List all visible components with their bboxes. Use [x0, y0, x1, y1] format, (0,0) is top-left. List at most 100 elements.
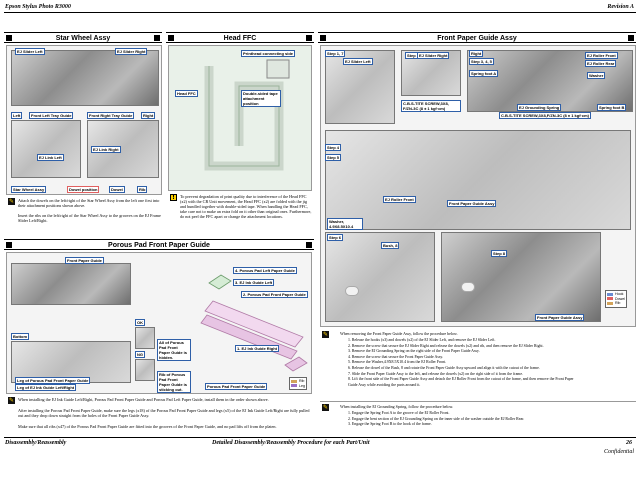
label-step8: Step 8 — [491, 250, 508, 257]
ok-photo — [135, 327, 155, 349]
pencil-icon: ✎ — [8, 397, 15, 404]
label-ej-roller-front: EJ Roller Front — [585, 52, 618, 59]
label-dowel: Dowel — [109, 186, 125, 193]
gloved-hand — [345, 286, 359, 296]
label-step6: Step 6 — [327, 234, 344, 241]
head-ffc-title: Head FFC — [223, 35, 257, 42]
star-wheel-photo-top — [11, 50, 159, 106]
label-step5: Step 5 — [325, 154, 342, 161]
label-dowel-position: Dowel position — [67, 186, 100, 193]
removal-step: 4. Remove the screw that secure the Fron… — [348, 354, 444, 359]
label-ng: NG — [135, 351, 145, 358]
pencil-icon: ✎ — [322, 331, 329, 338]
porous-pad-title-bar: Porous Pad Front Paper Guide — [4, 239, 314, 250]
label-ej-link-left: EJ Link Left — [37, 154, 64, 161]
label-fpg-assy-2: Front Paper Guide Assy — [535, 314, 585, 321]
page-number: 26 — [626, 440, 632, 446]
star-wheel-figure: EJ Slider Left EJ Slider Right Left Righ… — [6, 45, 162, 195]
footer-section: Detailed Disassembly/Reassembly Procedur… — [212, 440, 370, 446]
step6-photo — [325, 232, 435, 322]
paper-guide-photo-bottom — [11, 341, 131, 383]
label-step-1: 1. EJ Ink Guide Right — [235, 345, 280, 352]
ffc-cable-drawing — [204, 59, 290, 171]
head-ffc-title-bar: Head FFC — [166, 32, 314, 43]
label-bush-8: Bush, 8 — [381, 242, 400, 249]
label-left: Left — [11, 112, 23, 119]
grounding-step: 3. Engage the Spring Foot B to the hook … — [348, 422, 432, 427]
legend-rib: Rib — [299, 379, 305, 383]
label-double-sided-tape: Double-sided tape attachment position — [241, 90, 281, 107]
label-screw-2: C.B.S-TITE SCREW,3X8,F/ZN-3C (8 ± 1 kgf·… — [499, 112, 591, 119]
removal-step: 5. Remove the Washer,4.9X8.5X10.4 from t… — [348, 360, 447, 365]
caution-icon: ! — [170, 194, 177, 201]
main-assembly-photo — [325, 130, 631, 230]
label-spring-foot-b: Spring foot B — [597, 104, 627, 111]
star-wheel-title: Star Wheel Assy — [55, 35, 111, 42]
label-head-ffc: Head FFC — [175, 90, 198, 97]
label-washer: Washer — [587, 72, 606, 79]
removal-step: 7. Slide the Front Paper Guide Assy to t… — [348, 371, 524, 376]
label-rib: Rib — [137, 186, 148, 193]
head-ffc-figure: Printhead connecting side Head FFC Doubl… — [168, 45, 312, 191]
label-bottom: Bottom — [11, 333, 29, 340]
legend-dowel: Dowel — [615, 296, 625, 301]
label-step3: Step 3, 4, 5 — [469, 58, 494, 65]
footer-rule — [4, 437, 636, 438]
label-all-of-porous: All of Porous Pad Front Paper Guide is h… — [157, 339, 191, 361]
label-ej-link-right: EJ Link Right — [91, 146, 121, 153]
label-washer-2: Washer, 4.9X8.5X10.4 — [327, 218, 363, 230]
ng-photo — [135, 359, 155, 381]
removal-step: 8. Lift the front side of the Front Pape… — [348, 377, 574, 382]
removal-step: 1. Release the hooks (x3) and dowels (x2… — [348, 338, 496, 342]
gloved-hand — [461, 282, 475, 292]
label-front-paper-guide: Front Paper Guide — [65, 257, 104, 264]
porous-note-3: Make sure that all ribs (x47) of the Por… — [18, 424, 277, 429]
header-rule — [4, 12, 636, 13]
label-spring-foot-a: Spring foot A — [469, 70, 499, 77]
label-right-tag: Right — [469, 50, 484, 57]
label-leg-ej-ink-guide: Leg of EJ Ink Guide Left/Right — [15, 384, 77, 391]
legend-leg: Leg — [299, 383, 305, 388]
legend-hook: Hook — [615, 292, 624, 296]
head-ffc-note: To prevent degradation of print quality … — [180, 194, 312, 219]
label-printhead-side: Printhead connecting side — [241, 50, 296, 57]
confidential-label: Confidential — [604, 449, 634, 455]
porous-note-2: After installing the Porous Pad Front Pa… — [18, 408, 310, 418]
label-ej-slider-left: EJ Slider Left — [15, 48, 45, 55]
label-fpg-ej-slider-left: EJ Slider Left — [343, 58, 373, 65]
removal-step: 2. Remove the screw that secure the EJ S… — [348, 343, 544, 348]
star-wheel-title-bar: Star Wheel Assy — [4, 32, 162, 43]
legend-rib: Rib — [615, 301, 621, 306]
paper-guide-photo-top — [11, 263, 131, 305]
label-ej-roller-rear: EJ Roller Rear — [585, 60, 617, 67]
star-wheel-note-1: Attach the dowels on the left/right of t… — [18, 198, 160, 208]
pencil-icon: ✎ — [322, 404, 329, 411]
front-paper-guide-title: Front Paper Guide Assy — [437, 35, 517, 42]
grounding-step: 2. Engage the bent section of the EJ Gro… — [348, 416, 525, 421]
front-paper-guide-figure: Step 1, 7 EJ Slider Left Step 2 EJ Slide… — [320, 45, 636, 327]
label-ej-roller-front-2: EJ Roller Front — [383, 196, 416, 203]
star-wheel-note-2: Insert the ribs on the left/right of the… — [18, 213, 161, 223]
label-star-wheel-assy: Star Wheel Assy — [11, 186, 47, 193]
removal-step: Guide Assy while avoiding the parts arou… — [348, 382, 421, 387]
porous-legend: Rib Leg — [289, 377, 307, 391]
fpg-legend: Hook Dowel Rib — [605, 290, 627, 308]
grounding-step: 1. Engage the Spring Foot A to the groov… — [348, 411, 450, 415]
label-front-right-tray-guide: Front Right Tray Guide — [87, 112, 135, 119]
label-fpg-assy: Front Paper Guide Assy — [447, 200, 497, 207]
step8-photo — [441, 232, 601, 322]
removal-step: 3. Remove the EJ Grounding Spring on the… — [348, 349, 480, 354]
removal-steps: 1. Release the hooks (x3) and dowels (x2… — [348, 338, 636, 388]
label-step-3: 3. EJ Ink Guide Left — [233, 279, 275, 286]
label-screw-1: C.B.S-TITE SCREW,3X8, F/ZN-3C (8 ± 1 kgf… — [401, 100, 461, 112]
label-right: Right — [141, 112, 156, 119]
front-paper-guide-title-bar: Front Paper Guide Assy — [318, 32, 636, 43]
label-step1: Step 1, 7 — [325, 50, 346, 57]
label-ej-slider-right: EJ Slider Right — [115, 48, 148, 55]
removal-intro: When removing the Front Paper Guide Assy… — [340, 331, 458, 336]
label-rib-sticking-out: Rib of Porous Pad Front Paper Guide is s… — [157, 371, 191, 393]
grounding-intro: When installing the EJ Grounding Spring,… — [340, 404, 454, 409]
star-wheel-photo-left — [11, 120, 81, 178]
pencil-icon: ✎ — [8, 198, 15, 205]
label-ej-grounding-spring: EJ Grounding Spring — [517, 104, 562, 111]
